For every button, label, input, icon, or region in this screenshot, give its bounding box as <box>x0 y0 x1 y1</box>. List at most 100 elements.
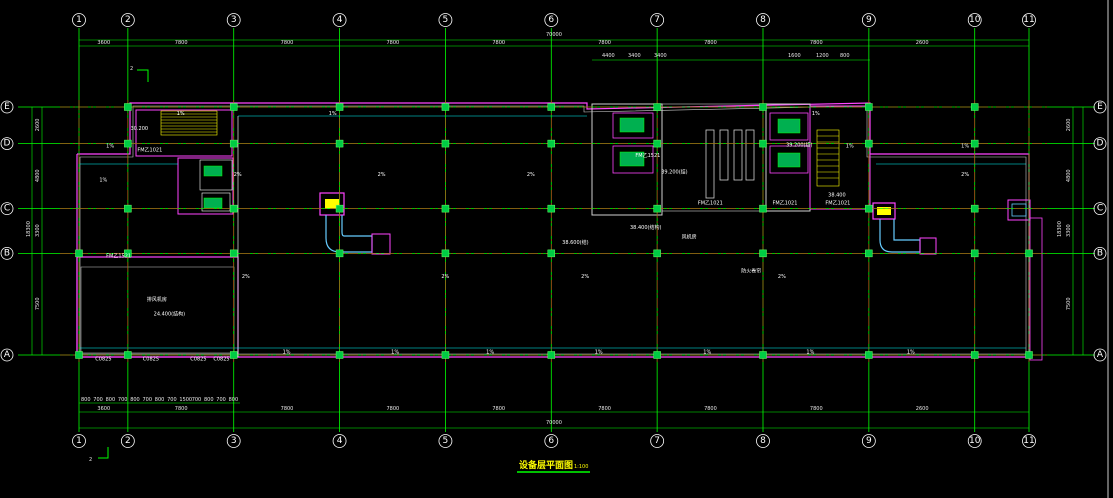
grid-bubble-B-right <box>1093 246 1107 260</box>
room-label-11: FM乙1021 <box>825 200 850 207</box>
column-4C <box>335 204 344 213</box>
grid-label-C-right: C <box>1097 204 1103 214</box>
structural-columns <box>75 103 1033 359</box>
column-11A <box>1025 351 1033 359</box>
room-left-equipment-2 <box>203 197 223 209</box>
room-label-37: 1% <box>907 350 915 356</box>
column-8C <box>759 204 767 213</box>
duct-riser-2-inner <box>877 207 891 215</box>
total-length-top: 70000 <box>546 32 562 38</box>
grid-label-3-bottom: 3 <box>231 436 237 446</box>
grid-label-10-top: 10 <box>969 15 981 25</box>
top-sub-dim-4: 1200 <box>816 53 829 59</box>
drawing-scale: 1:100 <box>574 464 588 470</box>
grid-bubble-D-left <box>0 137 14 150</box>
grid-label-5-top: 5 <box>443 15 449 25</box>
grid-label-D-left: D <box>4 139 11 149</box>
shaft-right <box>1007 199 1031 221</box>
grid-label-7-top: 7 <box>654 15 660 25</box>
bottom-sub-dim-1: 700 <box>93 397 103 403</box>
stair-right-flight <box>816 129 840 187</box>
grid-bubble-E-left <box>0 100 14 114</box>
grid-label-6-bottom: 6 <box>548 436 554 446</box>
room-label-8: FM乙1521 <box>635 152 660 159</box>
grid-bubble-2-top <box>120 13 135 27</box>
bottom-sub-dim-10: 800 <box>204 397 214 403</box>
column-5E <box>441 103 450 111</box>
room-label-17: 2% <box>234 172 242 178</box>
bottom-sub-dim-8: 1500 <box>179 397 192 403</box>
room-label-28: 1% <box>106 144 114 150</box>
room-label-16: 1% <box>99 178 107 184</box>
left-dim-label-2: 3300 <box>35 224 41 237</box>
grid-label-E-left: E <box>4 102 10 112</box>
grid-bubble-10-top <box>967 13 982 27</box>
left-dim-label-0: 2600 <box>35 119 41 132</box>
axis-mark-bottom <box>98 447 109 459</box>
column-9A <box>865 351 873 359</box>
column-4E <box>335 103 344 111</box>
bottom-sub-dim-4: 800 <box>130 397 140 403</box>
room-label-34: 1% <box>595 350 603 356</box>
room-label-2: 38.400(结构) <box>630 224 661 231</box>
fan-room <box>661 103 767 212</box>
column-6A <box>547 351 556 359</box>
column-7B <box>653 249 661 258</box>
bottom-sub-dim-0: 800 <box>81 397 91 403</box>
bottom-dim-label-2: 7800 <box>281 406 294 412</box>
column-9C <box>865 204 873 213</box>
column-10C <box>970 204 979 213</box>
room-left-cell-1 <box>199 159 233 191</box>
core-cell-1 <box>612 112 654 139</box>
top-sub-dim-5: 800 <box>840 53 850 59</box>
grid-label-8-bottom: 8 <box>760 436 766 446</box>
room-label-31: 1% <box>283 350 291 356</box>
bottom-dim-label-8: 2600 <box>916 406 929 412</box>
grid-label-11-top: 11 <box>1023 15 1034 25</box>
column-8D <box>759 139 767 148</box>
duct-riser-1-inner <box>325 199 339 209</box>
grid-bubble-11-bottom <box>1022 434 1036 448</box>
grid-bubble-7-bottom <box>650 434 665 448</box>
room-label-41: C0825 <box>213 356 229 362</box>
grid-label-11-bottom: 11 <box>1023 436 1034 446</box>
bottom-dim-label-0: 3600 <box>97 406 110 412</box>
core-equipment-2 <box>619 151 645 167</box>
grid-bubble-8-top <box>756 13 770 27</box>
grid-bubble-A-right <box>1093 348 1107 362</box>
grid-bubble-E-right <box>1093 100 1107 114</box>
column-7D <box>653 139 661 148</box>
column-2A <box>124 351 132 359</box>
bottom-sub-dim-12: 800 <box>229 397 239 403</box>
grid-bubble-8-bottom <box>756 434 770 448</box>
grid-bubble-D-right <box>1093 137 1107 150</box>
bottom-dim-label-4: 7800 <box>492 406 505 412</box>
core-equipment-1 <box>619 117 645 133</box>
room-label-22: 2% <box>581 274 589 280</box>
grid-label-5-bottom: 5 <box>443 436 449 446</box>
building-outline <box>76 102 1030 358</box>
core-cell-3 <box>769 112 809 141</box>
grid-bubble-11-top <box>1022 13 1036 27</box>
core-equipment-3 <box>777 118 801 134</box>
column-10A <box>970 351 979 359</box>
exhaust-fan-room <box>76 256 239 358</box>
column-8E <box>759 103 767 111</box>
grid-bubble-4-bottom <box>332 434 347 448</box>
grid-bubble-5-bottom <box>438 434 453 448</box>
column-3E <box>229 103 238 111</box>
column-6E <box>547 103 556 111</box>
room-label-26: 1% <box>329 111 337 117</box>
room-label-3: 38.400 <box>828 192 846 198</box>
room-label-40: C0825 <box>190 356 206 362</box>
room-label-33: 1% <box>486 350 494 356</box>
grid-label-C-left: C <box>4 204 10 214</box>
grid-bubble-5-top <box>438 13 453 27</box>
column-1A <box>75 351 83 359</box>
column-6B <box>547 249 556 258</box>
column-5D <box>441 139 450 148</box>
column-6C <box>547 204 556 213</box>
bottom-sub-dim-9: 700 <box>192 397 202 403</box>
